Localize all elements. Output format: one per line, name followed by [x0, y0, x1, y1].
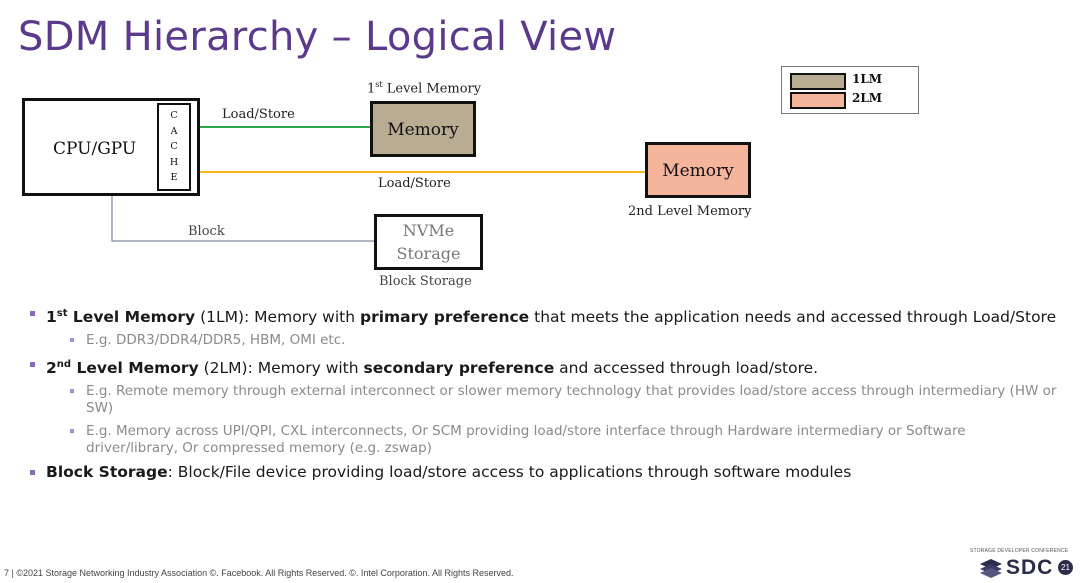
- storage-label: Storage: [396, 244, 461, 263]
- diagram-connectors: [111, 126, 645, 242]
- cache-letter: H: [169, 156, 179, 168]
- load-store-label-bottom: Load/Store: [378, 176, 451, 191]
- legend-swatch-1lm: [790, 73, 846, 90]
- bullet-1lm: 1st Level Memory (1LM): Memory with prim…: [30, 304, 1060, 327]
- b2-rest: and accessed through load/store.: [554, 359, 819, 378]
- memory-1lm-box: Memory: [370, 101, 476, 157]
- sdc-stack-icon: [980, 559, 1002, 578]
- b2-num: 2: [46, 359, 57, 378]
- bullet-2lm-example-1: E.g. Remote memory through external inte…: [70, 383, 1060, 417]
- first-level-memory-caption: 1st Level Memory: [367, 80, 481, 96]
- b2-bold: Level Memory: [71, 359, 199, 378]
- block-line: [111, 196, 374, 242]
- b2-sup: nd: [56, 359, 72, 371]
- legend-label-2lm: 2LM: [852, 91, 883, 105]
- memory-2lm-box: Memory: [645, 142, 751, 198]
- cache-letter: C: [170, 141, 178, 152]
- load-store-label-top: Load/Store: [222, 107, 295, 122]
- bullet-1lm-example: E.g. DDR3/DDR4/DDR5, HBM, OMI etc.: [70, 332, 1060, 349]
- sdc-logo-text: SDC: [1006, 556, 1054, 579]
- b1-after: (1LM): Memory with: [195, 308, 360, 327]
- block-label: Block: [188, 224, 225, 239]
- legend: 1LM 2LM: [781, 66, 919, 114]
- memory-2lm-label: Memory: [662, 161, 734, 181]
- legend-label-1lm: 1LM: [852, 72, 883, 86]
- caption-rest: Level Memory: [382, 81, 482, 97]
- b1-bold: Level Memory: [67, 308, 196, 327]
- cpu-gpu-label: CPU/GPU: [53, 139, 137, 159]
- legend-swatch-2lm: [790, 92, 846, 109]
- sdc-year-badge: 21: [1058, 560, 1073, 575]
- b3-rest: : Block/File device providing load/store…: [167, 463, 852, 482]
- b1-rest: that meets the application needs and acc…: [529, 308, 1057, 327]
- b1-bold2: primary preference: [359, 308, 530, 327]
- bullet-list: 1st Level Memory (1LM): Memory with prim…: [30, 304, 1060, 487]
- bullet-2lm-example-2: E.g. Memory across UPI/QPI, CXL intercon…: [70, 423, 1060, 457]
- caption-num: 1: [367, 81, 376, 97]
- b2-bold2: secondary preference: [363, 359, 555, 378]
- footer-copyright: 7 | ©2021 Storage Networking Industry As…: [4, 568, 514, 578]
- cache-letter: E: [170, 172, 178, 183]
- b3-bold: Block Storage: [46, 463, 168, 482]
- cache-letter: A: [170, 125, 178, 137]
- caption-sup: st: [375, 80, 383, 89]
- sdc-logo: SDC 21: [978, 556, 1076, 580]
- conference-name: STORAGE DEVELOPER CONFERENCE: [970, 548, 1069, 554]
- b2-after: (2LM): Memory with: [198, 359, 364, 378]
- b1-num: 1: [46, 308, 57, 327]
- nvme-label: NVMe: [402, 221, 455, 240]
- cache-letter: C: [170, 110, 178, 121]
- nvme-storage-box: NVMe Storage: [374, 214, 483, 270]
- bullet-2lm: 2nd Level Memory (2LM): Memory with seco…: [30, 355, 1060, 378]
- block-storage-caption: Block Storage: [379, 274, 472, 289]
- slide-title: SDM Hierarchy – Logical View: [18, 14, 617, 60]
- b1-sup: st: [56, 308, 68, 319]
- bullet-block-storage: Block Storage: Block/File device providi…: [30, 463, 1060, 482]
- second-level-memory-caption: 2nd Level Memory: [628, 204, 752, 219]
- memory-1lm-label: Memory: [387, 120, 459, 140]
